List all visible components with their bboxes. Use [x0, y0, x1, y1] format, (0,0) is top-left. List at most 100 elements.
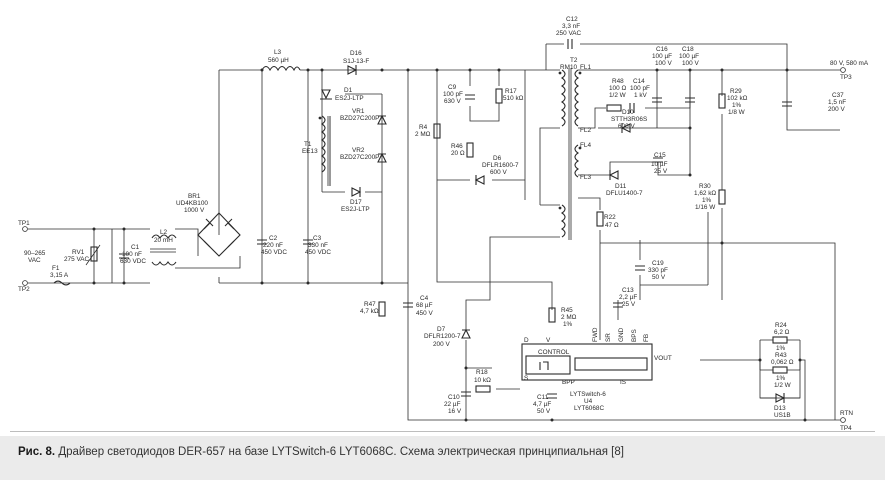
label-pin-v: V	[546, 337, 551, 344]
label-input-1: 90–265	[24, 250, 46, 257]
label-c18-v1: 100 µF	[679, 53, 699, 60]
terminals	[22, 67, 846, 423]
diode-d1	[320, 89, 332, 100]
label-c13-v2: 25 V	[622, 301, 636, 308]
label-d10-ref: D10	[622, 109, 634, 116]
label-vr2-ref: VR2	[352, 147, 365, 154]
label-c12-v1: 3,3 nF	[562, 23, 580, 30]
label-r24-v2: 1%	[776, 345, 786, 352]
label-c9-v2: 630 V	[444, 98, 461, 105]
label-r18-val: 10 kΩ	[474, 377, 491, 384]
label-r45-v2: 1%	[563, 321, 573, 328]
label-c19-v2: 50 V	[652, 274, 666, 281]
label-c4-v2: 450 V	[416, 310, 433, 317]
label-r22-val: 47 Ω	[605, 222, 619, 229]
label-r43-v3: 1/2 W	[774, 382, 792, 389]
choke-l2	[150, 234, 177, 266]
label-c1-v1: 100 nF	[122, 251, 142, 258]
label-r4-ref: R4	[419, 124, 428, 131]
label-r43-v1: 0,062 Ω	[771, 359, 794, 366]
label-r48-v2: 1/2 W	[609, 92, 627, 99]
label-tp3: TP3	[840, 74, 852, 81]
label-c3-v1: 330 nF	[308, 242, 328, 249]
label-t2-core: RM10	[560, 64, 577, 71]
resistor-r22	[596, 211, 604, 227]
capacitor-c3	[303, 239, 313, 245]
diode-d10	[620, 123, 631, 133]
capacitor-c9	[465, 94, 475, 100]
label-vr1-val: BZD27C200P	[340, 115, 379, 122]
wires	[28, 43, 840, 421]
label-d7-ref: D7	[437, 326, 446, 333]
label-c18-ref: C18	[682, 46, 694, 53]
label-c14-v2: 1 kV	[634, 92, 648, 99]
junctions	[92, 68, 807, 422]
label-d1-val: ES2J-LTP	[335, 95, 364, 102]
label-pin-gnd: GND	[618, 327, 625, 342]
label-br1-ref: BR1	[188, 193, 201, 200]
resistor-r43	[772, 366, 788, 374]
label-input-2: VAC	[28, 257, 41, 264]
label-f1-ref: F1	[52, 265, 60, 272]
label-d11-val: DFLU1400-7	[606, 190, 643, 197]
label-r29-v3: 1/8 W	[728, 109, 746, 116]
resistor-r46	[466, 142, 474, 158]
label-c12-ref: C12	[566, 16, 578, 23]
label-br1-v2: 1000 V	[184, 207, 205, 214]
zener-vr1	[377, 114, 387, 125]
circuit-schematic: TP1 TP2 90–265 VAC TP3 80 V, 580 mA RTN …	[18, 16, 869, 432]
label-r43-ref: R43	[775, 352, 787, 359]
label-c9-ref: C9	[448, 84, 457, 91]
resistor-r17	[495, 88, 503, 104]
capacitor-c1	[119, 253, 129, 259]
label-c1-v2: 630 VDC	[120, 258, 146, 265]
varistor-rv1	[85, 244, 101, 266]
label-r4-val: 2 MΩ	[415, 131, 431, 138]
label-d11-ref: D11	[615, 183, 627, 190]
label-r46-ref: R46	[451, 143, 463, 150]
inductor-l3	[261, 65, 301, 72]
label-br1-v1: UD4KB100	[176, 200, 208, 207]
diode-d16	[347, 65, 358, 75]
label-u4-family: LYTSwitch-6	[570, 391, 606, 398]
label-c4-ref: C4	[420, 295, 429, 302]
label-c11-v1: 4,7 µF	[533, 401, 551, 408]
capacitor-c10	[461, 391, 471, 397]
diode-d17	[351, 187, 362, 197]
resistor-r24	[772, 336, 788, 344]
label-d16-ref: D16	[350, 50, 362, 57]
label-c2-v1: 220 nF	[263, 242, 283, 249]
figure-caption: Рис. 8. Драйвер светодиодов DER-657 на б…	[18, 446, 624, 458]
label-r43-v2: 1%	[776, 375, 786, 382]
label-f1-val: 3,15 A	[50, 272, 69, 279]
label-pin-s: S	[524, 375, 528, 382]
label-pin-fb: FB	[643, 334, 650, 342]
label-c19-ref: C19	[652, 260, 664, 267]
label-c2-ref: C2	[269, 235, 278, 242]
label-d7-v1: DFLR1200-7	[424, 333, 461, 340]
capacitor-c12	[567, 39, 573, 49]
resistor-r48	[606, 104, 622, 112]
label-t2-fl2: FL2	[580, 127, 591, 134]
label-pin-sr: SR	[605, 333, 612, 342]
caption-divider	[10, 431, 875, 432]
label-c11-v2: 50 V	[537, 408, 551, 415]
label-r45-v1: 2 MΩ	[561, 314, 577, 321]
capacitor-c19	[635, 265, 645, 271]
label-r30-v1: 1,62 kΩ	[694, 190, 716, 197]
label-vr1-ref: VR1	[352, 108, 365, 115]
label-r30-v2: 1%	[702, 197, 712, 204]
label-r30-v3: 1/16 W	[695, 204, 716, 211]
label-tp4: TP4	[840, 425, 852, 432]
label-t1-ref: T1	[304, 141, 312, 148]
resistor-r47	[378, 301, 386, 317]
label-t2-fl1: FL1	[580, 64, 591, 71]
label-d13-ref: D13	[774, 405, 786, 412]
label-c10-v1: 22 µF	[444, 401, 461, 408]
capacitor-c18	[685, 97, 695, 103]
label-r22-ref: R22	[604, 214, 616, 221]
label-d10-v2: 600 V	[618, 123, 635, 130]
label-r17-val: 510 kΩ	[503, 95, 524, 102]
label-c19-v1: 330 pF	[648, 267, 668, 274]
capacitor-c2	[257, 239, 267, 245]
